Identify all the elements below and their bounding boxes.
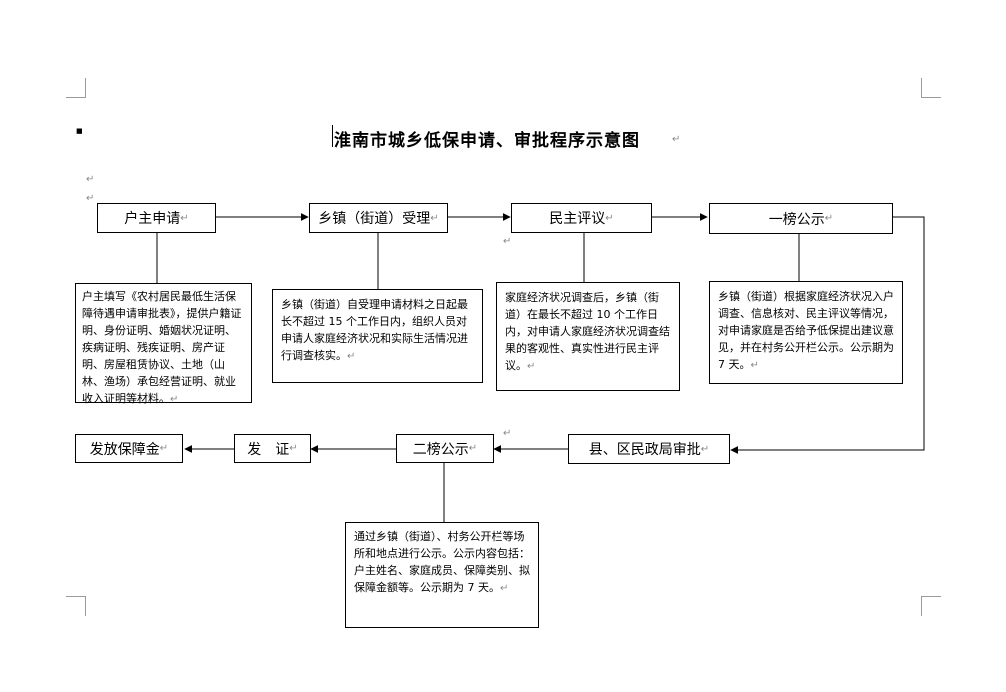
step-box-first-publicity: 一榜公示↵ [709, 203, 893, 234]
desc-text: 乡镇（街道）自受理申请材料之日起最长不超过 15 个工作日内，组织人员对申请人家… [281, 298, 468, 362]
step-label: 户主申请 [124, 211, 181, 227]
text-cursor [332, 125, 333, 147]
arrow-step4-to-step5 [730, 216, 925, 454]
desc-box-second-publicity: 通过乡镇（街道）、村务公开栏等场所和地点进行公示。公示内容包括：户主姓名、家庭成… [345, 522, 539, 628]
paragraph-mark: ↵ [672, 134, 681, 145]
step-box-second-publicity: 二榜公示↵ [396, 434, 494, 463]
step-box-county-approval: 县、区民政局审批↵ [568, 434, 730, 464]
step-box-township-acceptance: 乡镇（街道）受理↵ [309, 203, 448, 233]
step-label: 一榜公示 [768, 211, 825, 228]
step-label: 县、区民政局审批 [588, 442, 701, 458]
step-box-household-application: 户主申请↵ [97, 203, 216, 233]
desc-text: 乡镇（街道）根据家庭经济状况入户调查、信息核对、民主评议等情况，对申请家庭是否给… [718, 290, 894, 371]
corner-mark-bottom-right [921, 596, 941, 616]
step-label: 发 证 [247, 441, 290, 458]
paragraph-mark: ↵ [86, 174, 95, 185]
corner-mark-top-right [921, 78, 941, 98]
desc-text: 户主填写《农村居民最低生活保障待遇申请审批表》，提供户籍证明、身份证明、婚姻状况… [82, 290, 242, 405]
desc-text: 家庭经济状况调查后，乡镇（街道）在最长不超过 10 个工作日内，对申请人家庭经济… [505, 291, 670, 372]
step-label: 乡镇（街道）受理 [318, 211, 431, 227]
desc-text: 通过乡镇（街道）、村务公开栏等场所和地点进行公示。公示内容包括：户主姓名、家庭成… [354, 530, 530, 594]
step-box-democratic-review: 民主评议↵ [511, 203, 652, 233]
corner-mark-bottom-left [66, 596, 86, 616]
step-label: 发放保障金 [89, 441, 160, 458]
desc-box-democratic-review: 家庭经济状况调查后，乡镇（街道）在最长不超过 10 个工作日内，对申请人家庭经济… [496, 282, 680, 391]
paragraph-mark: ↵ [503, 236, 512, 247]
diagram-title: 淮南市城乡低保申请、审批程序示意图 [334, 131, 640, 151]
step-label: 民主评议 [549, 211, 606, 227]
desc-box-township-acceptance: 乡镇（街道）自受理申请材料之日起最长不超过 15 个工作日内，组织人员对申请人家… [272, 289, 483, 383]
corner-mark-top-left [66, 78, 86, 98]
desc-box-household-application: 户主填写《农村居民最低生活保障待遇申请审批表》，提供户籍证明、身份证明、婚姻状况… [75, 283, 252, 405]
bullet-mark: ■ [76, 127, 83, 135]
step-box-pay-allowance: 发放保障金↵ [75, 434, 183, 463]
desc-box-first-publicity: 乡镇（街道）根据家庭经济状况入户调查、信息核对、民主评议等情况，对申请家庭是否给… [709, 281, 903, 384]
step-box-issue-certificate: 发 证↵ [234, 434, 311, 463]
step-label: 二榜公示 [412, 441, 469, 458]
paragraph-mark: ↵ [503, 428, 512, 439]
paragraph-mark: ↵ [86, 193, 95, 204]
